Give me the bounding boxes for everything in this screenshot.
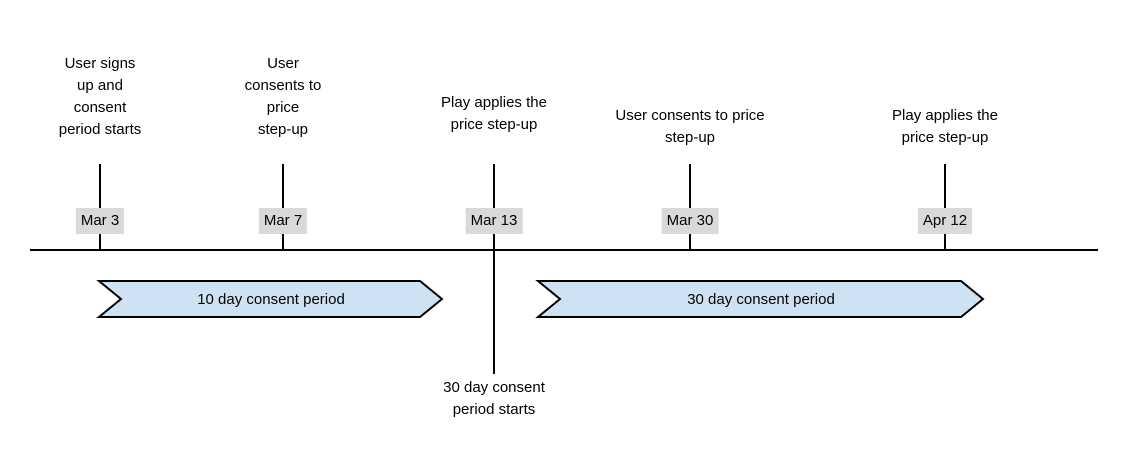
- timeline-axis: [30, 249, 1098, 251]
- event-tick-extension-mar-13: [493, 250, 495, 374]
- event-label-apr-12: Play applies the price step-up: [892, 107, 998, 146]
- event-label-mar-3: User signs up and consent period starts: [58, 55, 142, 138]
- event-date-mar-3: Mar 3: [75, 208, 125, 234]
- period-label-10-day: 10 day consent period: [197, 290, 345, 308]
- event-tick-mar-30: [689, 164, 691, 250]
- right-arrow-shape: [535, 280, 985, 318]
- event-label-mar-30: User consents to price step-up: [615, 107, 765, 146]
- right-arrow-shape: [96, 280, 444, 318]
- event-label-mar-7: User consents to price step-up: [244, 55, 322, 138]
- consent-period-arrow-30-day: 30 day consent period: [535, 280, 985, 318]
- annotation-30-day-period-starts: 30 day consent period starts: [443, 379, 545, 418]
- event-date-mar-7: Mar 7: [258, 208, 308, 234]
- event-label-mar-13: Play applies the price step-up: [441, 94, 547, 133]
- event-tick-apr-12: [944, 164, 946, 250]
- consent-period-arrow-10-day: 10 day consent period: [96, 280, 444, 318]
- event-date-mar-30: Mar 30: [661, 208, 719, 234]
- event-date-mar-13: Mar 13: [465, 208, 523, 234]
- event-date-apr-12: Apr 12: [917, 208, 973, 234]
- event-tick-mar-13: [493, 164, 495, 250]
- event-tick-mar-3: [99, 164, 101, 250]
- event-tick-mar-7: [282, 164, 284, 250]
- period-label-30-day: 30 day consent period: [687, 290, 835, 308]
